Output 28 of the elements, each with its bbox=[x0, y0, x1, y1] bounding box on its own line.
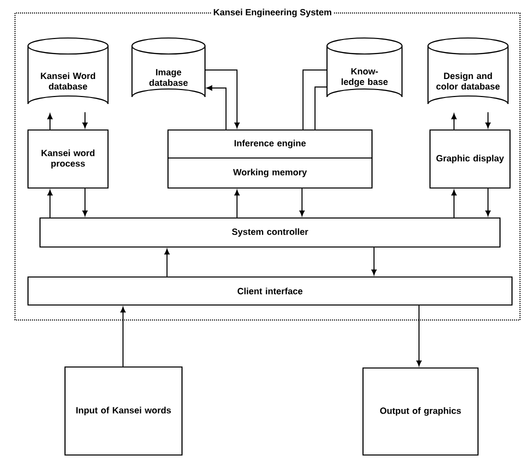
database-cylinder: Kansei Word database bbox=[27, 37, 109, 105]
process-box: Client interface bbox=[27, 276, 513, 306]
process-box: Input of Kansei words bbox=[64, 366, 183, 456]
arrow bbox=[164, 248, 170, 277]
arrow bbox=[371, 247, 377, 276]
arrow bbox=[204, 70, 240, 128]
process-box: Graphic display bbox=[429, 129, 511, 189]
arrow bbox=[485, 188, 491, 216]
arrow bbox=[451, 190, 457, 218]
process-box: Output of graphics bbox=[362, 367, 479, 456]
arrow bbox=[82, 112, 88, 128]
arrow bbox=[47, 190, 53, 218]
database-cylinder: Know- ledge base bbox=[326, 37, 403, 98]
arrow bbox=[234, 190, 240, 218]
arrow bbox=[120, 306, 126, 367]
arrow bbox=[451, 114, 457, 130]
arrow bbox=[299, 188, 305, 216]
arrow bbox=[416, 305, 422, 366]
process-box: System controller bbox=[39, 217, 501, 248]
database-cylinder: Image database bbox=[131, 37, 206, 98]
arrow bbox=[47, 114, 53, 130]
process-box: Inference engine bbox=[167, 129, 373, 159]
process-box: Working memory bbox=[167, 157, 373, 189]
database-cylinder: Design and color database bbox=[427, 37, 509, 105]
arrow bbox=[82, 188, 88, 216]
arrow bbox=[485, 112, 491, 128]
arrow bbox=[206, 85, 226, 130]
process-box: Kansei word process bbox=[27, 129, 109, 189]
